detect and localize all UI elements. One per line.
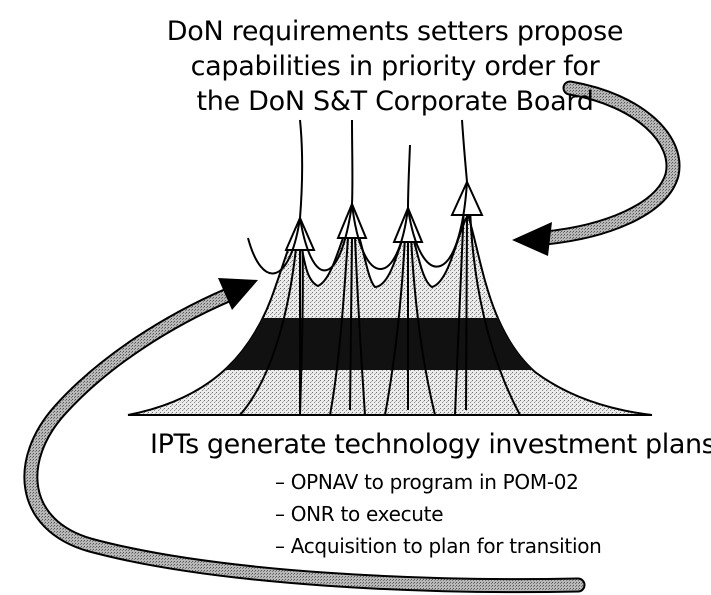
list-item: –ONR to execute bbox=[275, 498, 602, 530]
bottom-arrowhead bbox=[218, 278, 258, 310]
top-caption-line-2: capabilities in priority order for bbox=[190, 51, 600, 82]
bullet-text: ONR to execute bbox=[290, 502, 444, 526]
bullet-dash: – bbox=[275, 470, 285, 494]
list-item: –OPNAV to program in POM-02 bbox=[275, 466, 602, 498]
top-arrowhead bbox=[512, 222, 552, 256]
tent-dark-band bbox=[128, 318, 652, 370]
bullet-text: OPNAV to program in POM-02 bbox=[290, 470, 579, 494]
top-curved-arrow bbox=[512, 80, 681, 256]
rising-arrows bbox=[239, 119, 521, 416]
rising-arrow-1 bbox=[239, 215, 316, 416]
list-item: –Acquisition to plan for transition bbox=[275, 530, 602, 562]
top-caption-line-1: DoN requirements setters propose bbox=[166, 16, 624, 47]
rising-arrow-3 bbox=[384, 205, 436, 416]
rising-arrow-4 bbox=[450, 179, 521, 416]
bullet-text: Acquisition to plan for transition bbox=[290, 534, 602, 558]
top-caption-line-3: the DoN S&T Corporate Board bbox=[196, 86, 594, 117]
bottom-curved-arrow bbox=[23, 278, 586, 594]
bullet-dash: – bbox=[275, 534, 285, 558]
bullet-dash: – bbox=[275, 502, 285, 526]
rising-arrow-2 bbox=[329, 201, 368, 416]
bullet-list: –OPNAV to program in POM-02 –ONR to exec… bbox=[275, 466, 602, 562]
bottom-heading: IPTs generate technology investment plan… bbox=[150, 429, 711, 460]
top-caption: DoN requirements setters propose capabil… bbox=[150, 14, 640, 119]
